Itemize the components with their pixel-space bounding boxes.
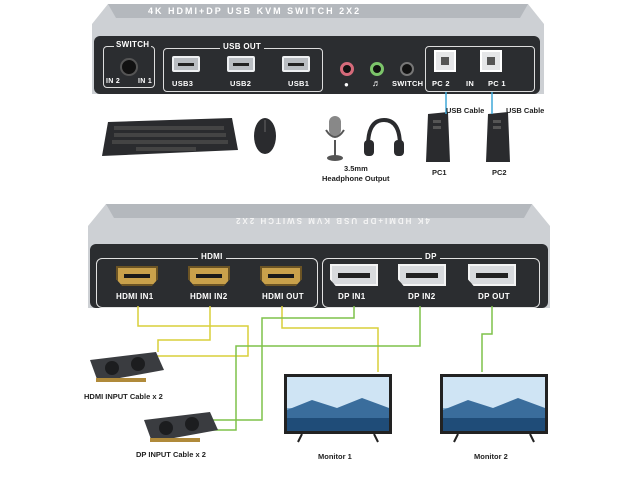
dp-input-cable-label: DP INPUT Cable x 2 bbox=[136, 450, 206, 459]
monitor2-icon bbox=[438, 372, 550, 444]
dp-graphics-card-icon bbox=[140, 410, 222, 446]
hdmi-input-cable-label: HDMI INPUT Cable x 2 bbox=[84, 392, 163, 401]
hdmi-graphics-card-icon bbox=[86, 350, 168, 386]
monitor1-icon bbox=[282, 372, 394, 444]
monitor1-label: Monitor 1 bbox=[318, 452, 352, 461]
monitor2-label: Monitor 2 bbox=[474, 452, 508, 461]
